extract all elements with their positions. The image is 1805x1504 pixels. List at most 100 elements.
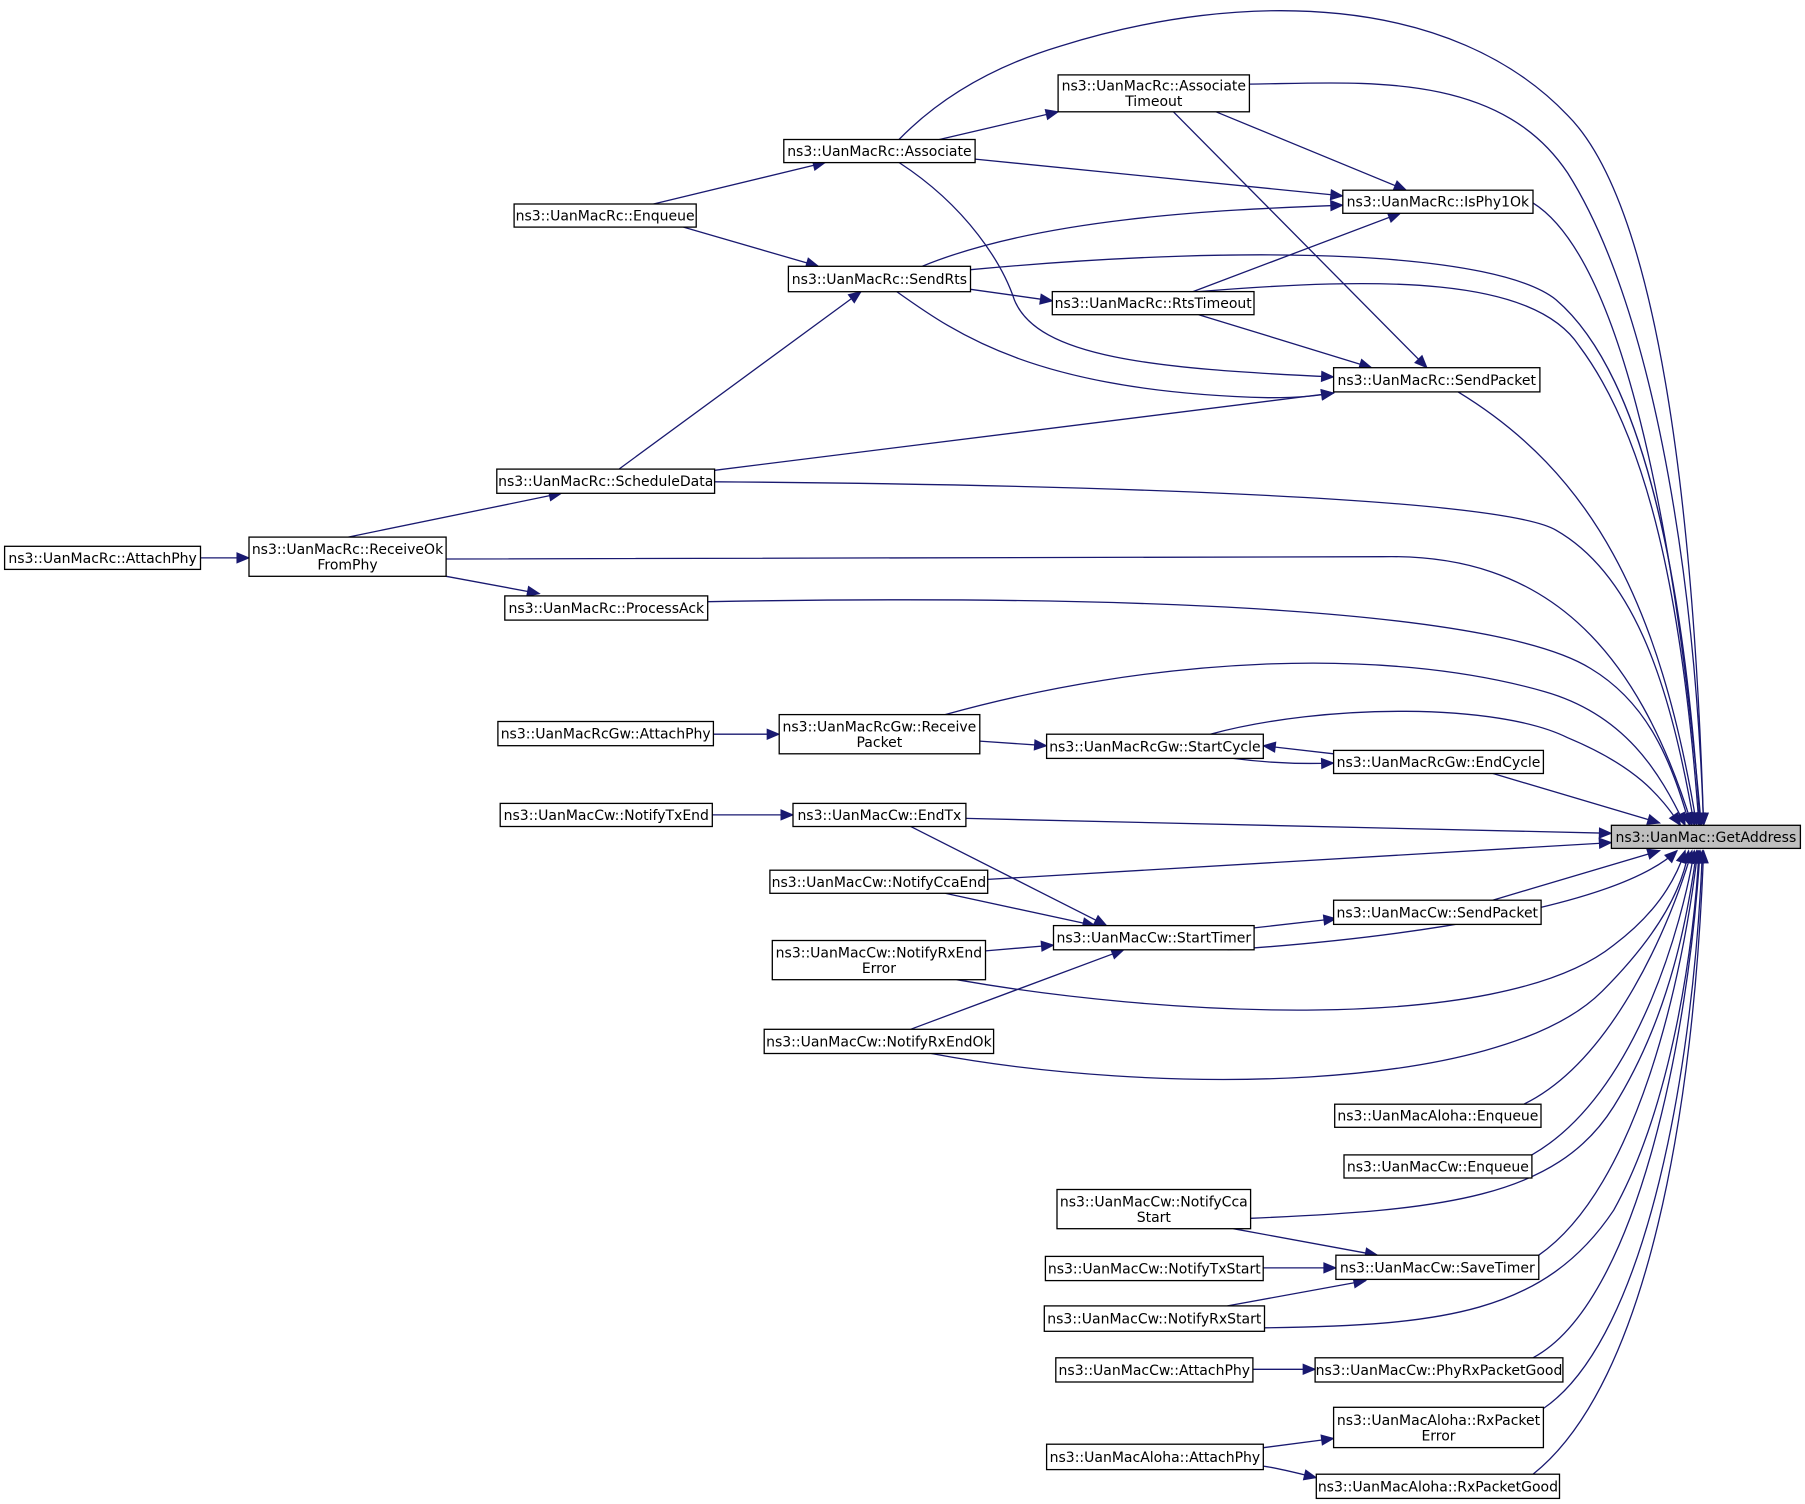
edge-arrowhead — [1330, 199, 1345, 212]
edge-cw_notifyrxenderror-to-cw_starttimer — [985, 940, 1055, 952]
node-cw-starttimer[interactable]: ns3::UanMacCw::StartTimer — [1052, 924, 1255, 951]
edge-line — [1492, 849, 1660, 901]
edge-cw_notifytxend-to-cw_endtx — [712, 809, 795, 821]
node-label: ns3::UanMacRc::ProcessAck — [508, 601, 705, 617]
edge-aloha_attachphy-to-aloha_rxpacketgood — [1263, 1465, 1318, 1481]
node-box — [792, 802, 967, 828]
edge-line — [898, 10, 1705, 826]
edge-line — [1532, 850, 1701, 1359]
node-label: ns3::UanMacCw::NotifyTxStart — [1048, 1262, 1261, 1278]
node-cw-notifytxend[interactable]: ns3::UanMacCw::NotifyTxEnd — [499, 802, 713, 828]
node-label: ns3::UanMacRc::ScheduleData — [498, 474, 713, 490]
node-box — [1055, 1357, 1254, 1383]
node-box — [1335, 1254, 1540, 1281]
node-box — [3, 545, 202, 571]
node-aloha-attachphy[interactable]: ns3::UanMacAloha::AttachPhy — [1045, 1443, 1264, 1471]
node-box — [1332, 367, 1541, 393]
node-rc-scheduledata[interactable]: ns3::UanMacRc::ScheduleData — [496, 468, 716, 494]
node-cw-notifyccaend[interactable]: ns3::UanMacCw::NotifyCcaEnd — [769, 869, 989, 894]
node-label: ns3::UanMacRcGw::EndCycle — [1337, 755, 1541, 771]
edge-arrowhead — [847, 290, 863, 304]
node-label: ns3::UanMacRc::SendRts — [792, 272, 967, 288]
edge-line — [1250, 850, 1698, 1219]
edge-rc_scheduledata-to-rc_sendrts — [618, 290, 863, 470]
edge-rc_receiveokfromphy-to-rc_processack — [445, 575, 541, 597]
node-rcgw-endcycle[interactable]: ns3::UanMacRcGw::EndCycle — [1332, 749, 1545, 775]
node-getaddress[interactable]: ns3::UanMac::GetAddress — [1610, 824, 1802, 850]
edge-arrowhead — [1320, 370, 1335, 383]
node-box — [1052, 924, 1255, 951]
edge-line — [714, 392, 1334, 471]
edge-arrowhead — [1261, 741, 1277, 753]
edge-aloha_attachphy-to-aloha_rxpacketerror — [1263, 1434, 1335, 1449]
node-box — [1051, 290, 1255, 316]
node-rc-associate[interactable]: ns3::UanMacRc::Associate — [783, 138, 976, 164]
node-box — [771, 939, 987, 981]
node-rc-rtstimeout[interactable]: ns3::UanMacRc::RtsTimeout — [1051, 290, 1255, 316]
node-box — [1057, 74, 1251, 113]
edge-rc_associate-to-rc_sendpacket — [898, 161, 1335, 383]
node-label: Error — [862, 961, 896, 977]
node-label: ns3::UanMacRc::SendPacket — [1337, 373, 1536, 389]
edge-cw_notifytxstart-to-cw_savetimer — [1263, 1262, 1338, 1274]
edge-line — [1233, 757, 1334, 765]
node-cw-sendpacket[interactable]: ns3::UanMacCw::SendPacket — [1332, 899, 1542, 926]
edge-arrowhead — [1646, 848, 1662, 860]
node-cw-notifyrxstart[interactable]: ns3::UanMacCw::NotifyRxStart — [1043, 1305, 1266, 1332]
node-label: ns3::UanMacRcGw::Receive — [783, 720, 977, 736]
node-rcgw-attachphy[interactable]: ns3::UanMacRcGw::AttachPhy — [497, 720, 715, 747]
node-box — [513, 203, 697, 228]
node-cw-savetimer[interactable]: ns3::UanMacCw::SaveTimer — [1335, 1254, 1540, 1281]
nodes-layer: ns3::UanMac::GetAddress ns3::UanMacRc::As… — [3, 74, 1802, 1500]
edge-line — [445, 575, 540, 595]
node-box — [1314, 1357, 1564, 1383]
node-box — [769, 869, 989, 894]
edge-aloha_rxpacketgood-to-getaddress — [1532, 849, 1709, 1475]
edge-line — [1457, 391, 1698, 826]
node-rc-processack[interactable]: ns3::UanMacRc::ProcessAck — [504, 595, 709, 621]
node-box — [496, 468, 716, 494]
node-box — [1332, 899, 1542, 926]
node-box — [1044, 1255, 1264, 1282]
edge-line — [1492, 772, 1660, 824]
edge-arrowhead — [1040, 940, 1055, 952]
node-rc-sendrts[interactable]: ns3::UanMacRc::SendRts — [787, 265, 972, 293]
edge-cw_savetimer-to-getaddress — [1538, 849, 1703, 1256]
edge-arrowhead — [1598, 837, 1613, 850]
edge-line — [653, 161, 826, 205]
node-cw-enqueue[interactable]: ns3::UanMacCw::Enqueue — [1343, 1154, 1533, 1179]
edge-arrowhead — [1322, 914, 1338, 926]
node-rcgw-startcycle[interactable]: ns3::UanMacRcGw::StartCycle — [1045, 733, 1264, 760]
node-box — [763, 1028, 995, 1055]
node-rc-isphy1ok[interactable]: ns3::UanMacRc::IsPhy1Ok — [1342, 189, 1534, 214]
node-label: ns3::UanMacRc::IsPhy1Ok — [1347, 195, 1530, 211]
edge-rc_rtstimeout-to-rc_sendpacket — [1198, 314, 1373, 370]
node-label: FromPhy — [317, 558, 377, 574]
node-cw-notifyrxendok[interactable]: ns3::UanMacCw::NotifyRxEndOk — [763, 1028, 995, 1055]
node-rc-enqueue[interactable]: ns3::UanMacRc::Enqueue — [513, 203, 697, 228]
edge-line — [1172, 111, 1428, 369]
edge-arrowhead — [1320, 1434, 1335, 1446]
node-rc-attachphy[interactable]: ns3::UanMacRc::AttachPhy — [3, 545, 202, 571]
node-label: ns3::UanMacCw::NotifyRxEnd — [776, 945, 982, 961]
node-box — [1056, 1188, 1252, 1230]
node-cw-attachphy[interactable]: ns3::UanMacCw::AttachPhy — [1055, 1357, 1254, 1383]
node-aloha-enqueue[interactable]: ns3::UanMacAloha::Enqueue — [1334, 1103, 1542, 1128]
node-cw-endtx[interactable]: ns3::UanMacCw::EndTx — [792, 802, 967, 828]
node-label: ns3::UanMacCw::NotifyCcaEnd — [772, 875, 987, 891]
node-rc-sendpacket[interactable]: ns3::UanMacRc::SendPacket — [1332, 367, 1541, 393]
node-aloha-rxpacketgood[interactable]: ns3::UanMacAloha::RxPacketGood — [1315, 1473, 1561, 1500]
edge-arrowhead — [1646, 813, 1662, 825]
node-label: ns3::UanMacRc::Associate — [1062, 79, 1246, 95]
edge-arrowhead — [1033, 739, 1048, 751]
node-cw-phyrxpacketgood[interactable]: ns3::UanMacCw::PhyRxPacketGood — [1314, 1357, 1564, 1383]
edge-line — [975, 158, 1343, 197]
edge-arrowhead — [1044, 109, 1060, 121]
node-cw-notifytxstart[interactable]: ns3::UanMacCw::NotifyTxStart — [1044, 1255, 1264, 1282]
